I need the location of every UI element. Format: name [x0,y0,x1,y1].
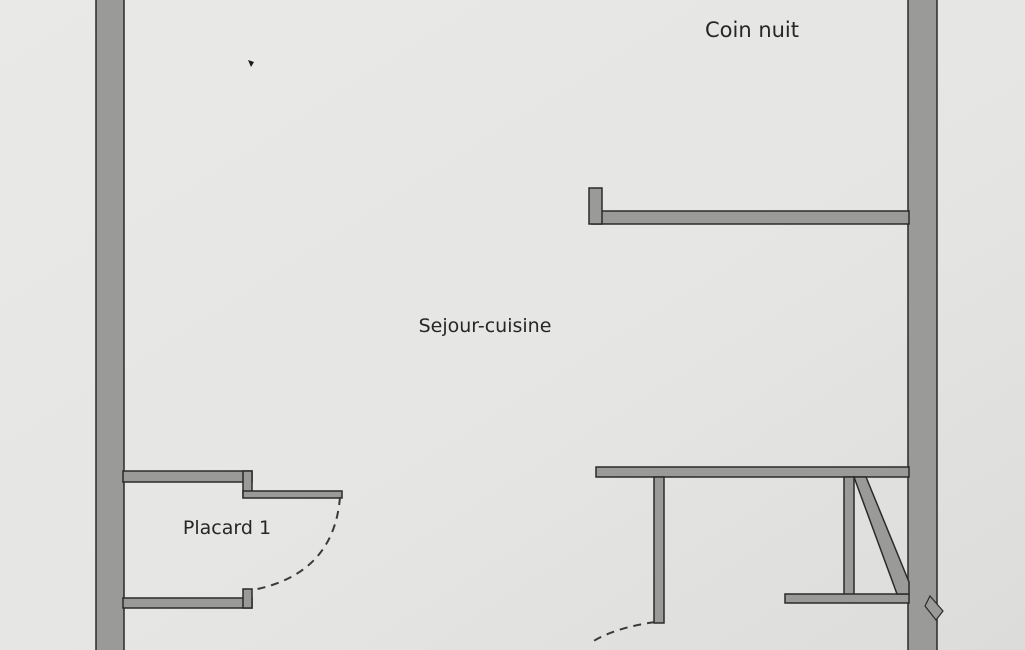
wall-placard-door-leaf [242,490,343,499]
lower-door-swing [591,621,656,643]
diagonal-wall-shape [852,476,910,595]
wall-lower-vertical [653,476,665,624]
walls [95,0,938,650]
placard-door-swing [252,496,341,591]
wall-placard-bottom [122,597,253,609]
diagonal-wall [852,476,910,595]
wall-placard-top [122,470,253,483]
wall-lower-right-post [843,476,855,600]
wall-right-exterior [907,0,938,650]
room-label-sejour-cuisine: Sejour-cuisine [419,315,552,337]
door-swings [252,496,656,643]
wall-lower-horizontal [595,466,910,478]
wall-lower-right-shelf [784,593,910,604]
wall-left-exterior [95,0,125,650]
wall-notch-shape [924,594,944,621]
wall-notch [924,594,944,621]
wall-bedroom-stub [588,187,603,225]
room-label-placard-1: Placard 1 [183,517,271,539]
wall-placard-bottom-jamb [242,588,253,609]
wall-bedroom-partition [591,210,910,225]
pen-mark [248,60,254,67]
room-label-coin-nuit: Coin nuit [705,18,799,42]
